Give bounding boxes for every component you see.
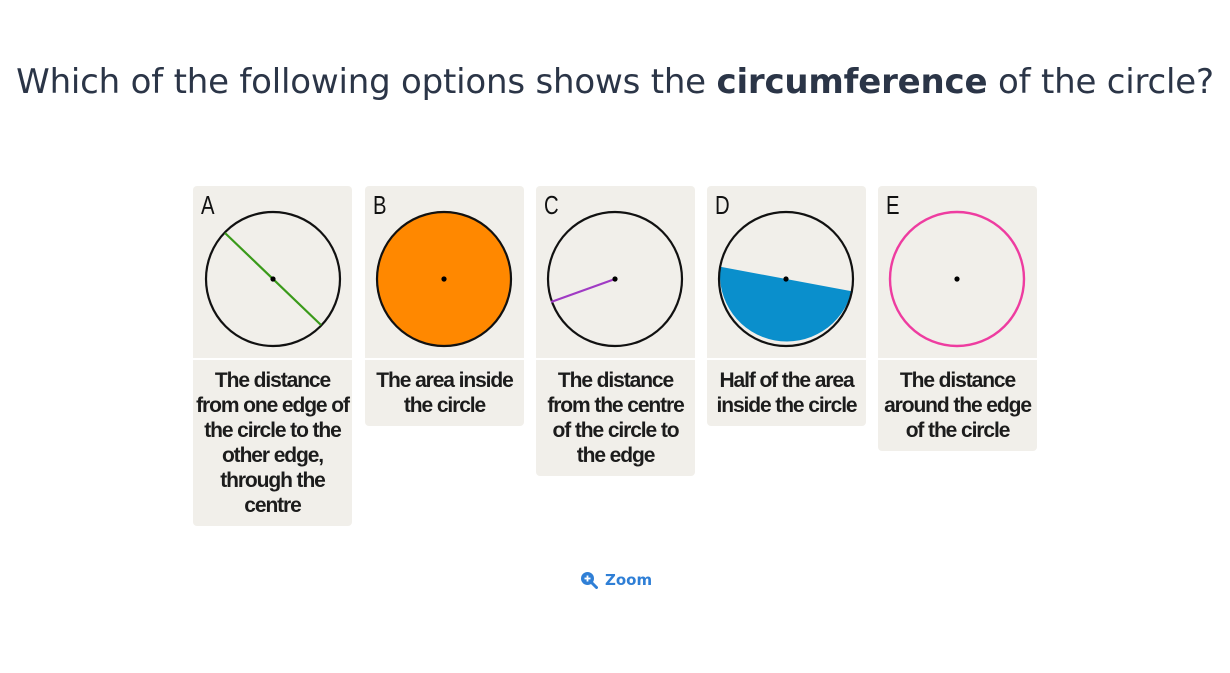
option-d-card[interactable]: D Half of the area inside the circle bbox=[707, 186, 866, 426]
zoom-button[interactable]: Zoom bbox=[580, 569, 652, 591]
option-d-letter: D bbox=[715, 190, 730, 220]
option-b-caption: The area inside the circle bbox=[376, 369, 514, 417]
question-text: Which of the following options shows the… bbox=[0, 62, 1230, 102]
option-b-figure: B bbox=[365, 186, 524, 358]
circumference-diagram bbox=[888, 210, 1026, 348]
option-e-figure: E bbox=[878, 186, 1037, 358]
option-d-caption: Half of the area inside the circle bbox=[716, 369, 857, 417]
area-diagram bbox=[375, 210, 513, 348]
option-e-card[interactable]: E The distance around the edge of the ci… bbox=[878, 186, 1037, 451]
radius-diagram bbox=[546, 210, 684, 348]
half-area-diagram bbox=[717, 210, 855, 348]
option-a-figure: A bbox=[193, 186, 352, 358]
question-emphasis: circumference bbox=[716, 62, 988, 102]
option-d-figure: D bbox=[707, 186, 866, 358]
option-a-card[interactable]: A The distance from one edge of the circ… bbox=[193, 186, 352, 526]
half-area-fill bbox=[719, 266, 852, 342]
radius-line bbox=[550, 277, 616, 304]
option-e-caption: The distance around the edge of the circ… bbox=[884, 369, 1032, 442]
option-a-caption: The distance from one edge of the circle… bbox=[196, 369, 350, 517]
circumference-ring bbox=[888, 210, 1026, 348]
centre-point bbox=[441, 276, 447, 282]
zoom-label: Zoom bbox=[605, 571, 653, 589]
option-c-figure: C bbox=[536, 186, 695, 358]
option-a-letter: A bbox=[201, 190, 215, 220]
option-c-letter: C bbox=[544, 190, 559, 220]
option-e-letter: E bbox=[886, 190, 900, 220]
centre-point bbox=[954, 276, 960, 282]
question-prefix: Which of the following options shows the bbox=[16, 62, 717, 102]
centre-point bbox=[270, 276, 276, 282]
option-c-caption: The distance from the centre of the circ… bbox=[547, 369, 684, 467]
zoom-in-icon bbox=[581, 572, 598, 589]
question-suffix: of the circle? bbox=[987, 62, 1214, 102]
answer-options: A The distance from one edge of the circ… bbox=[193, 186, 1043, 526]
option-b-letter: B bbox=[373, 190, 387, 220]
centre-point bbox=[783, 276, 789, 282]
option-b-card[interactable]: B The area inside the circle bbox=[365, 186, 524, 426]
diameter-diagram bbox=[204, 210, 342, 348]
option-c-card[interactable]: C The distance from the centre of the ci… bbox=[536, 186, 695, 476]
centre-point bbox=[612, 276, 618, 282]
